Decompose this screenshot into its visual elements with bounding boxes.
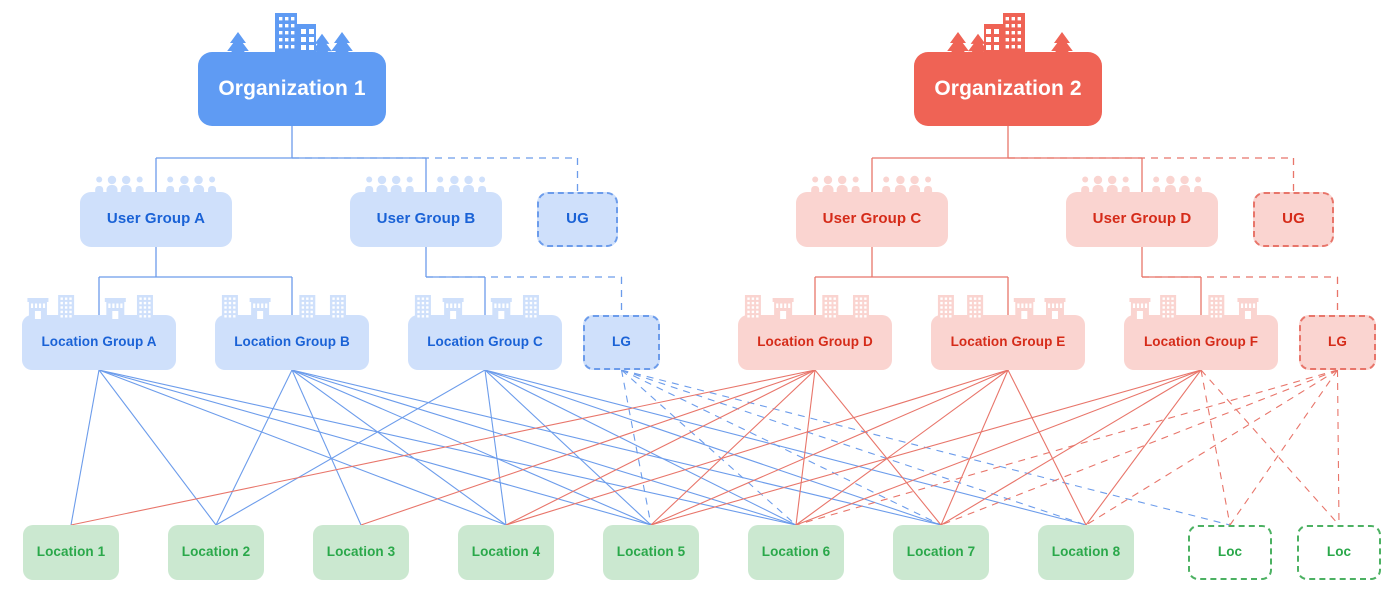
location-group-node-label: LG <box>1328 334 1347 350</box>
location-group-node-label: Location Group F <box>1143 334 1259 350</box>
connector-lg-to-location <box>505 369 1009 526</box>
user-group-node-label: User Group A <box>106 210 206 228</box>
connector-lg-to-location <box>291 369 942 526</box>
location-group-node-lgd[interactable]: Location Group D <box>738 315 892 370</box>
user-group-node-label: User Group B <box>376 210 476 228</box>
location-group-node-lg_red_ghost[interactable]: LG <box>1299 315 1376 370</box>
connector-lg-to-location <box>621 369 1087 526</box>
connector-lg-to-location <box>484 369 942 526</box>
location-node-label: Location 6 <box>761 544 831 560</box>
city-trees-icon <box>226 10 358 54</box>
location-group-node-label: Location Group E <box>950 334 1066 350</box>
location-node-label: Location 7 <box>906 544 976 560</box>
location-node-label: Location 2 <box>181 544 251 560</box>
location-node-loc1[interactable]: Location 1 <box>23 525 119 580</box>
connector-lg-to-location <box>484 369 652 526</box>
connector-lg-to-location <box>215 369 293 526</box>
location-node-loc_ghost_2[interactable]: Loc <box>1297 525 1381 580</box>
user-group-node-ug_blue_ghost[interactable]: UG <box>537 192 618 247</box>
location-group-node-lga[interactable]: Location Group A <box>22 315 176 370</box>
user-group-node-ug_red_ghost[interactable]: UG <box>1253 192 1334 247</box>
location-node-loc_ghost_1[interactable]: Loc <box>1188 525 1272 580</box>
location-node-label: Location 8 <box>1051 544 1121 560</box>
connector-lg-to-location <box>1085 369 1338 526</box>
user-group-node-label: UG <box>566 210 589 228</box>
organization-node-label: Organization 2 <box>934 77 1082 101</box>
connector-lg-to-location <box>795 369 1338 526</box>
location-node-loc3[interactable]: Location 3 <box>313 525 409 580</box>
user-group-node-ugc[interactable]: User Group C <box>796 192 948 247</box>
connector-lg-to-location <box>650 369 1009 526</box>
connector-lg-to-location <box>621 369 942 526</box>
user-group-node-uga[interactable]: User Group A <box>80 192 232 247</box>
user-group-node-ugb[interactable]: User Group B <box>350 192 502 247</box>
location-group-node-label: Location Group B <box>234 334 350 350</box>
location-node-loc6[interactable]: Location 6 <box>748 525 844 580</box>
organization-node-label: Organization 1 <box>218 77 366 101</box>
connector-lg-to-location <box>621 369 797 526</box>
trees-city-icon <box>942 10 1074 54</box>
connector-lg-to-location <box>1229 369 1338 526</box>
connector-lg-to-location <box>795 369 1009 526</box>
connector-lg-to-location <box>1085 369 1202 526</box>
location-node-label: Location 1 <box>36 544 106 560</box>
connector-lg-to-location <box>621 369 1231 526</box>
organization-node-org1[interactable]: Organization 1 <box>198 52 386 126</box>
location-node-label: Loc <box>1326 544 1352 560</box>
connector-lg-to-location <box>1200 369 1340 526</box>
connector-lg-to-location <box>98 369 217 526</box>
location-node-loc2[interactable]: Location 2 <box>168 525 264 580</box>
connector-lg-to-location <box>291 369 652 526</box>
location-group-node-lgb[interactable]: Location Group B <box>215 315 369 370</box>
connector-lg-to-location <box>98 369 507 526</box>
connector-lg-to-location <box>1336 369 1340 526</box>
connector-lg-to-location <box>291 369 362 526</box>
connector-lg-to-location <box>650 369 816 526</box>
connector-lg-to-location <box>620 369 652 526</box>
connector-lg-to-location <box>98 369 652 526</box>
connector-lg-to-location <box>70 369 100 526</box>
connector-lg-to-location <box>70 369 816 526</box>
connector-lg-to-location <box>291 369 507 526</box>
location-group-node-label: Location Group C <box>427 334 543 350</box>
location-group-node-lgc[interactable]: Location Group C <box>408 315 562 370</box>
location-node-loc5[interactable]: Location 5 <box>603 525 699 580</box>
location-group-node-label: LG <box>612 334 631 350</box>
user-group-node-label: User Group C <box>822 210 922 228</box>
connector-lg-to-location <box>940 369 1202 526</box>
connector-lg-to-location <box>650 369 1202 526</box>
location-node-loc7[interactable]: Location 7 <box>893 525 989 580</box>
location-group-node-label: Location Group A <box>41 334 157 350</box>
connector-lg-to-location <box>940 369 1009 526</box>
organization-node-org2[interactable]: Organization 2 <box>914 52 1102 126</box>
location-group-node-lgf[interactable]: Location Group F <box>1124 315 1278 370</box>
connector-lg-to-location <box>795 369 1202 526</box>
location-group-node-label: Location Group D <box>757 334 873 350</box>
location-node-label: Location 5 <box>616 544 686 560</box>
location-node-loc8[interactable]: Location 8 <box>1038 525 1134 580</box>
connector-lg-to-location <box>1200 369 1231 526</box>
connector-lg-to-location <box>98 369 797 526</box>
location-node-label: Location 3 <box>326 544 396 560</box>
user-group-node-ugd[interactable]: User Group D <box>1066 192 1218 247</box>
connector-lg-to-location <box>484 369 507 526</box>
connector-lg-to-location <box>360 369 816 526</box>
location-node-label: Loc <box>1217 544 1243 560</box>
user-group-node-label: User Group D <box>1092 210 1192 228</box>
connector-lg-to-location <box>1007 369 1087 526</box>
connector-lg-to-location <box>795 369 816 526</box>
connector-lg-to-location <box>484 369 1087 526</box>
location-node-label: Location 4 <box>471 544 541 560</box>
connector-lg-to-location <box>505 369 816 526</box>
connector-lg-to-location <box>814 369 942 526</box>
location-group-node-lg_blue_ghost[interactable]: LG <box>583 315 660 370</box>
connector-lg-to-location <box>291 369 797 526</box>
user-group-node-label: UG <box>1282 210 1305 228</box>
connector-lg-to-location <box>484 369 797 526</box>
connector-lg-to-location <box>215 369 486 526</box>
location-node-loc4[interactable]: Location 4 <box>458 525 554 580</box>
connector-lg-to-location <box>940 369 1338 526</box>
location-group-node-lge[interactable]: Location Group E <box>931 315 1085 370</box>
